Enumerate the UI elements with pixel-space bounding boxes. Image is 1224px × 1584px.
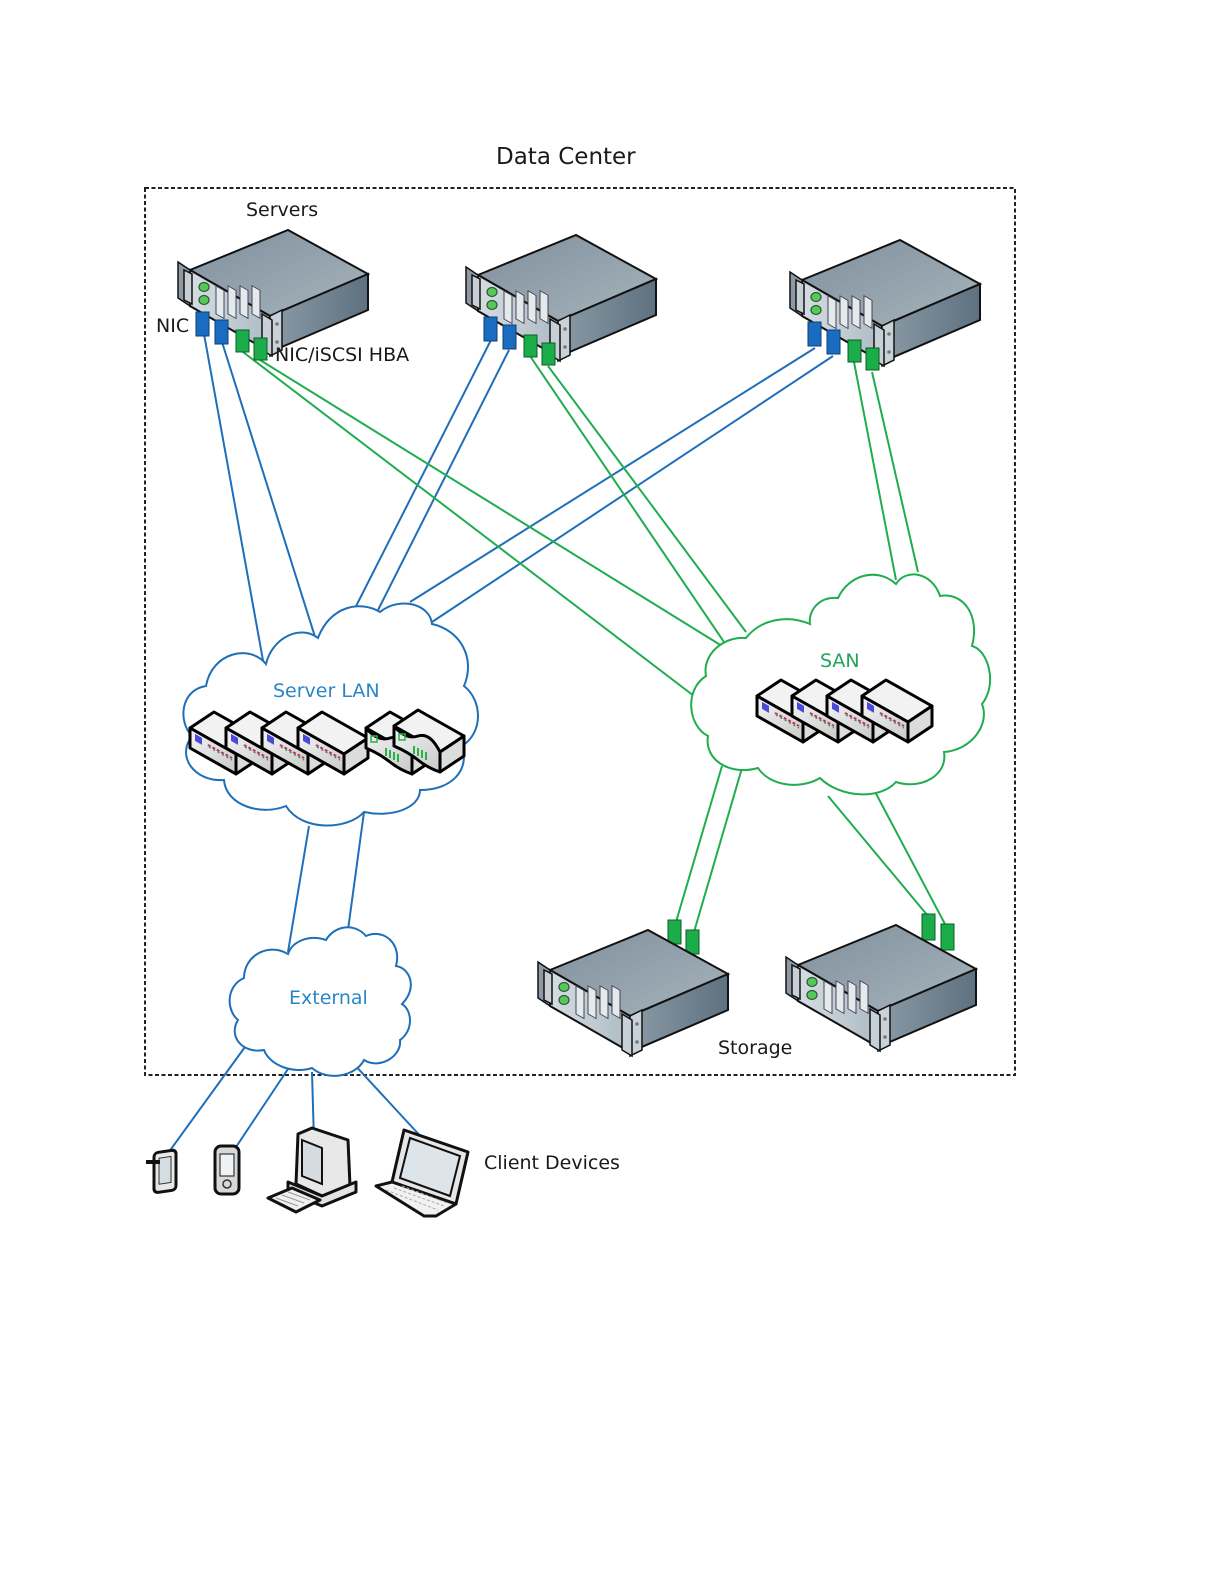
wire-server2-lan-b bbox=[374, 350, 509, 618]
nic-port-icon bbox=[503, 325, 516, 349]
server-lan-cloud[interactable]: Server LAN bbox=[183, 603, 478, 825]
hba-port-icon bbox=[848, 340, 861, 362]
hba-port-icon bbox=[236, 330, 249, 352]
nic-port-icon bbox=[484, 317, 497, 341]
wire-server1-lan-a bbox=[204, 334, 264, 666]
diagram-title: Data Center bbox=[496, 144, 636, 170]
wire-server2-lan-a bbox=[348, 340, 491, 622]
wire-server3-san-a bbox=[854, 362, 896, 580]
smartphone-icon[interactable] bbox=[215, 1146, 239, 1194]
external-cloud[interactable]: External bbox=[230, 927, 411, 1076]
wire-san-storage1-a bbox=[676, 766, 722, 922]
servers-group: Servers NIC NIC/iSCSI HBA bbox=[156, 199, 980, 370]
hba-port-icon bbox=[542, 343, 555, 365]
nic-port-icon bbox=[827, 330, 840, 354]
server-lan-label: Server LAN bbox=[273, 680, 380, 702]
hba-port-icon bbox=[686, 930, 699, 954]
cloud-icon bbox=[183, 603, 478, 825]
external-label: External bbox=[289, 987, 368, 1009]
san-cloud[interactable]: SAN bbox=[691, 574, 990, 794]
client-devices-label: Client Devices bbox=[484, 1152, 620, 1174]
hba-port-icon bbox=[922, 914, 935, 940]
hba-port-icon bbox=[668, 920, 681, 944]
wire-external-smartphone bbox=[230, 1066, 290, 1156]
laptop-icon[interactable] bbox=[376, 1130, 468, 1216]
nic-iscsi-hba-label: NIC/iSCSI HBA bbox=[275, 344, 409, 366]
hba-port-icon bbox=[254, 338, 267, 360]
wire-server2-san-a bbox=[530, 356, 724, 642]
storage-label: Storage bbox=[718, 1037, 792, 1059]
wire-server3-san-b bbox=[872, 372, 918, 572]
server-1[interactable] bbox=[178, 230, 368, 360]
server-2[interactable] bbox=[466, 235, 656, 365]
cloud-icon bbox=[691, 574, 990, 794]
hba-port-icon bbox=[941, 924, 954, 950]
san-label: SAN bbox=[820, 650, 860, 672]
wire-san-storage2-a bbox=[828, 796, 928, 916]
client-devices: Client Devices bbox=[146, 1128, 620, 1216]
wire-lan-external-a bbox=[288, 826, 309, 952]
server-3[interactable] bbox=[790, 240, 980, 370]
storage-group: Storage bbox=[538, 914, 976, 1059]
wire-external-tablet bbox=[166, 1040, 250, 1156]
tablet-icon[interactable] bbox=[146, 1150, 176, 1193]
nic-port-icon bbox=[215, 320, 228, 344]
wire-san-storage1-b bbox=[694, 768, 742, 932]
wire-lan-external-b bbox=[348, 812, 364, 930]
hba-port-icon bbox=[524, 335, 537, 357]
nic-port-icon bbox=[196, 312, 209, 336]
servers-label: Servers bbox=[246, 199, 318, 221]
wire-server1-san-b bbox=[260, 360, 722, 646]
wire-server2-san-b bbox=[548, 366, 746, 632]
wire-external-laptop bbox=[352, 1062, 424, 1140]
wire-server3-lan-b bbox=[432, 356, 833, 622]
wire-server3-lan-a bbox=[410, 348, 815, 602]
wire-san-storage2-b bbox=[872, 786, 946, 926]
nic-port-icon bbox=[808, 322, 821, 346]
hba-port-icon bbox=[866, 348, 879, 370]
desktop-computer-icon[interactable] bbox=[268, 1128, 356, 1212]
nic-label: NIC bbox=[156, 315, 189, 337]
